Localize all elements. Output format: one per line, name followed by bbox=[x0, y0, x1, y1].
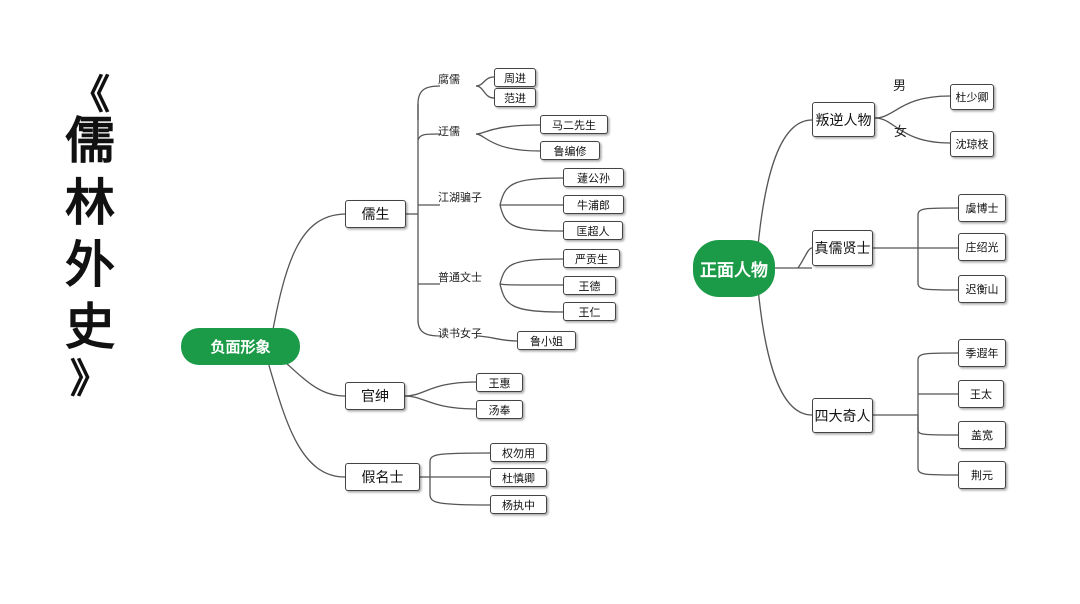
leaf-node: 鲁小姐 bbox=[517, 331, 576, 350]
leaf-node: 杜少卿 bbox=[950, 84, 994, 110]
leaf-node: 杜慎卿 bbox=[490, 468, 547, 487]
leaf-node: 季遐年 bbox=[958, 339, 1006, 367]
node-jiamingshi: 假名士 bbox=[345, 463, 420, 491]
node-zhenru: 真儒贤士 bbox=[812, 230, 873, 266]
leaf-node: 严贡生 bbox=[563, 249, 620, 268]
node-guanshen: 官绅 bbox=[345, 382, 405, 410]
leaf-node: 牛浦郎 bbox=[563, 195, 624, 214]
group-label-furu: 腐儒 bbox=[438, 73, 460, 86]
leaf-node: 荆元 bbox=[958, 461, 1006, 489]
edge-root-rusheng bbox=[269, 213, 346, 347]
leaf-node: 迟衡山 bbox=[958, 275, 1006, 303]
leaf-node: 沈琼枝 bbox=[950, 131, 994, 157]
negative-root-node: 负面形象 bbox=[181, 328, 300, 365]
positive-root-node: 正面人物 bbox=[693, 240, 775, 297]
edge-root-jiamingshi bbox=[267, 361, 346, 478]
leaf-node: 匡超人 bbox=[563, 221, 623, 240]
label-male: 男 bbox=[893, 79, 907, 94]
leaf-node: 汤奉 bbox=[476, 400, 523, 419]
leaf-node: 盖宽 bbox=[958, 421, 1006, 449]
leaf-node: 鲁编修 bbox=[540, 141, 600, 160]
edge-root-zhenru bbox=[773, 247, 813, 269]
label-female: 女 bbox=[894, 125, 908, 140]
edge-root-sida bbox=[757, 287, 813, 416]
title-char-1: 儒 bbox=[65, 112, 115, 170]
edge-group-yuru bbox=[417, 133, 441, 141]
title-open-bracket: 《 bbox=[70, 72, 110, 118]
leaf-node: 范进 bbox=[494, 88, 536, 107]
leaf-node: 王惠 bbox=[476, 373, 523, 392]
group-label-putong: 普通文士 bbox=[438, 271, 482, 284]
leaf-node: 马二先生 bbox=[540, 115, 608, 134]
group-label-jianghu: 江湖骗子 bbox=[438, 191, 482, 204]
leaf-node: 王太 bbox=[958, 380, 1004, 408]
leaf-node: 周进 bbox=[494, 68, 536, 87]
node-panni: 叛逆人物 bbox=[812, 102, 875, 137]
title-char-2: 林 bbox=[65, 174, 115, 232]
title-close-bracket: 》 bbox=[70, 356, 110, 402]
node-rusheng: 儒生 bbox=[345, 200, 406, 228]
leaf-node: 蘧公孙 bbox=[563, 168, 624, 187]
group-label-yuru: 迂儒 bbox=[438, 125, 460, 138]
edge-rusheng-spine2 bbox=[417, 104, 441, 337]
title-char-3: 外 bbox=[65, 236, 115, 294]
leaf-node: 杨执中 bbox=[490, 495, 547, 514]
leaf-node: 王仁 bbox=[563, 302, 616, 321]
group-label-dushu: 读书女子 bbox=[438, 327, 482, 340]
edge-root-panni bbox=[757, 119, 813, 247]
leaf-node: 庄绍光 bbox=[958, 233, 1006, 261]
title-char-4: 史 bbox=[65, 298, 115, 356]
leaf-node: 权勿用 bbox=[490, 443, 547, 462]
leaf-node: 虞博士 bbox=[958, 194, 1006, 222]
leaf-node: 王德 bbox=[563, 276, 616, 295]
book-title: 《 儒 林 外 史 》 bbox=[55, 72, 125, 402]
edge-rusheng-spine bbox=[417, 85, 441, 105]
node-sidaqiren: 四大奇人 bbox=[812, 398, 873, 433]
edge-root-guanshen bbox=[284, 361, 346, 397]
